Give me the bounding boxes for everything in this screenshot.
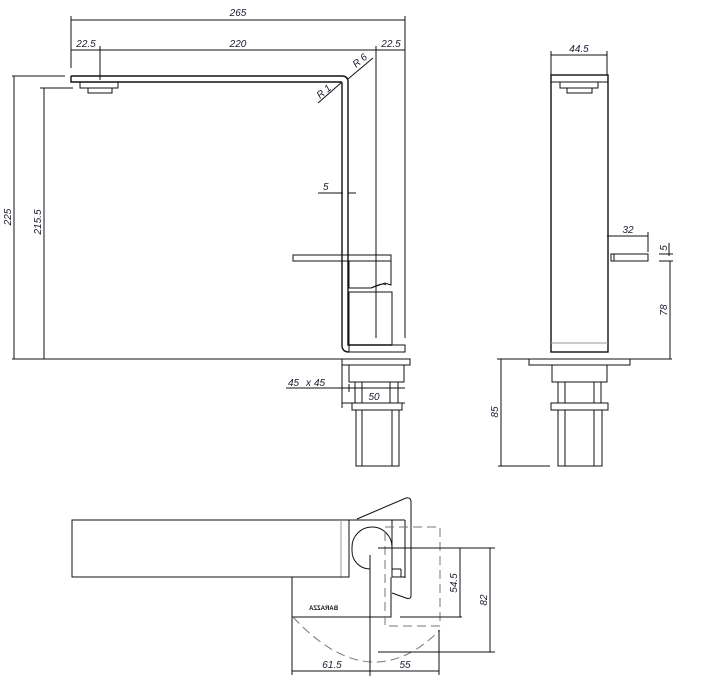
dimension-lines	[497, 51, 673, 467]
dim-body-width: 44.5	[569, 44, 589, 55]
dim-offset-left: 61.5	[322, 660, 342, 671]
dim-overall-width: 265	[229, 8, 247, 19]
dim-outer-radius: R 6	[351, 52, 370, 71]
faucet-plan: BARAZZA	[71, 497, 441, 676]
dim-offset-right: 55	[399, 660, 411, 671]
dim-lever-height: 78	[659, 304, 670, 316]
dim-left-offset: 22.5	[75, 39, 96, 50]
dim-base-section-2: 45	[314, 378, 326, 389]
dim-lever-thickness: 5	[659, 245, 670, 251]
dim-right-offset: 22.5	[380, 39, 401, 50]
dim-inner-radius: R 1	[315, 83, 334, 101]
dim-lever-length: 32	[622, 225, 634, 236]
dim-base-section: 45	[288, 378, 300, 389]
dim-shank-length: 85	[490, 406, 501, 418]
faucet-front	[70, 75, 411, 467]
dim-spout-height: 215.5	[33, 209, 44, 235]
dim-overall-height: 225	[3, 208, 14, 226]
dim-wall-thickness: 5	[323, 182, 329, 193]
faucet-side	[528, 74, 649, 467]
dim-swing-depth: 54.5	[449, 573, 460, 593]
dim-base-section-x: x	[305, 378, 312, 389]
dim-base-width: 50	[368, 392, 380, 403]
front-view: 265 22.5 220 22.5 225 215.5 R 1 R 6 5 45…	[3, 8, 411, 467]
dim-total-depth: 82	[479, 594, 490, 606]
dim-spout-reach: 220	[229, 39, 247, 50]
dimension-lines	[291, 547, 495, 675]
brand-logo: BARAZZA	[308, 606, 338, 612]
plan-view: BARAZZA 61.5 55 54.5 82	[71, 497, 495, 676]
side-view: 44.5 32 5 78 85	[490, 44, 673, 467]
dimension-lines	[12, 16, 410, 408]
